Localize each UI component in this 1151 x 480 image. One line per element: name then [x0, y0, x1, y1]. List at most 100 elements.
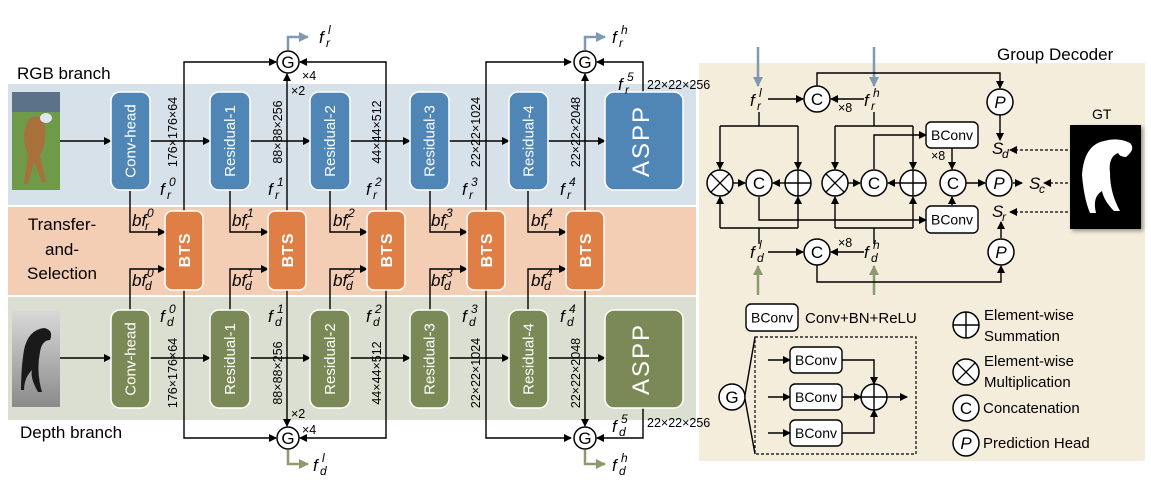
- depth-to-bts-arrow: [129, 265, 166, 310]
- fd-high-label-base: f: [864, 243, 871, 262]
- bts-block-4: BTS: [565, 210, 605, 291]
- depth-dim-label: 176×176×64: [166, 338, 180, 408]
- bts-label: BTS: [280, 233, 297, 268]
- rgb-bts-input-label-base: bf: [431, 211, 447, 230]
- rgb-feature-label-sub: r: [373, 188, 378, 202]
- legend-prediction-icon: P: [952, 429, 980, 457]
- rgb-to-bts-arrow: [329, 191, 368, 236]
- concat-node-label: C: [868, 174, 880, 193]
- bts-label: BTS: [479, 233, 496, 268]
- concat-node-label: C: [811, 243, 823, 262]
- bconv-block-bottom: [925, 205, 979, 234]
- group-node-rgb-low-circle: [276, 50, 300, 74]
- times-icon: [710, 173, 730, 193]
- legend-group-node: G: [718, 383, 746, 411]
- arrow: [842, 359, 878, 385]
- rgb-residual-3-block: Residual-3: [409, 91, 450, 191]
- rgb-feature-label-sub: r: [567, 188, 572, 202]
- group-output-arrow: [286, 450, 309, 469]
- prediction-head-c-label: P: [993, 174, 1005, 193]
- bts-block-0: BTS: [164, 210, 204, 291]
- depth-high-output-label-base: f: [612, 456, 619, 475]
- depth-bts-input-label-sup: 1: [247, 266, 254, 280]
- group-node-depth-high-label: G: [578, 429, 591, 448]
- rgb-bts-input-label-sub: r: [544, 219, 549, 233]
- rgb-bts-input-label-sub: r: [444, 219, 449, 233]
- plus-icon: [900, 170, 926, 196]
- arrow: [758, 197, 927, 224]
- group-node-depth-high-circle: [573, 426, 597, 450]
- fr-low-label-base: f: [750, 91, 757, 110]
- rgb-residual-4-label: Residual-4: [521, 105, 538, 177]
- depth-feature-label-sup: 4: [569, 302, 576, 316]
- rgb-bts-input-label-base: bf: [232, 211, 248, 230]
- group-output-arrow: [583, 450, 606, 469]
- group-sum-node: [860, 383, 888, 411]
- sc-output-label-sub: c: [1039, 182, 1045, 196]
- depth-feature-label-sub: d: [167, 315, 174, 329]
- aspp-to-g-arrow: [596, 58, 644, 92]
- rgb-feature-label-sup: 4: [569, 175, 576, 189]
- rgb-bts-input-label-sub: r: [145, 219, 150, 233]
- x8-label: ×8: [931, 149, 945, 163]
- depth-bts-input-label-base: bf: [531, 271, 547, 290]
- rgb-bts-input-label-sup: 2: [347, 206, 355, 220]
- rgb-to-bts-arrow: [429, 191, 468, 236]
- legend-concat-desc: Concatenation: [983, 400, 1080, 417]
- legend-concat-icon: C: [952, 394, 980, 422]
- depth-aspp-label: ASPP: [628, 323, 655, 395]
- fr-low-label-sub: r: [757, 99, 762, 113]
- rgb-high-output-label-sub: r: [619, 36, 624, 50]
- ground-truth-image: [1070, 125, 1141, 229]
- rgb-residual-4-block: Residual-4: [508, 91, 549, 191]
- rgb-feature-label-base: f: [560, 180, 567, 199]
- rgb-bts-input-label-sup: 3: [446, 206, 453, 220]
- rgb-to-bts-arrow: [129, 191, 166, 236]
- legend-mul-line: Element-wise: [984, 353, 1074, 370]
- sd-output-label-sub: d: [1002, 147, 1009, 161]
- concat-node-circle: [745, 169, 773, 197]
- legend-multiply-icon: [952, 358, 980, 386]
- rgb-bts-input-label-base: bf: [333, 211, 349, 230]
- concat-node-circle: [860, 169, 888, 197]
- concat-node: C: [803, 85, 831, 113]
- rgb-feature-label-sub: r: [167, 188, 172, 202]
- bts-block-1: BTS: [267, 210, 307, 291]
- depth-residual-1-block: Residual-1: [209, 309, 251, 409]
- rgb-high-output-label-base: f: [612, 28, 619, 47]
- rgb-residual-3-label: Residual-3: [422, 105, 439, 177]
- rgb-branch-label: RGB branch: [17, 64, 111, 83]
- legend-concat-icon-circle: [952, 394, 980, 422]
- fd-high-label-sub: d: [871, 251, 878, 265]
- bts-block-3: BTS: [466, 210, 506, 291]
- depth-feature-label-sub: d: [373, 315, 380, 329]
- group-node-depth-low-circle: [276, 426, 300, 450]
- depth-residual-4-block: Residual-4: [508, 309, 549, 409]
- depth-feature-label-sub: d: [275, 315, 282, 329]
- depth-dim-label: 44×44×512: [370, 341, 384, 404]
- rgb-aspp-block: ASPP: [604, 91, 684, 191]
- bts2-to-g-arrow: [299, 58, 387, 211]
- legend-sum-icon: [952, 311, 980, 339]
- transfer-label-line: Transfer-: [28, 215, 96, 234]
- group-bconv-0: [789, 346, 843, 374]
- depth-to-bts-arrow: [229, 265, 269, 310]
- concat-node: C: [745, 169, 773, 197]
- sr-output-label-sub: r: [1002, 210, 1007, 224]
- fd-low-label-sup: l: [759, 238, 762, 252]
- rgb-bts-input-label-sub: r: [346, 219, 351, 233]
- bconv-block-bottom-label: BConv: [931, 212, 973, 228]
- legend-group-node-label: G: [725, 388, 738, 407]
- prediction-head-r-circle: [987, 238, 1015, 266]
- rgb-feature-label-sup: 0: [169, 175, 176, 189]
- depth-conv-head-block: Conv-head: [110, 309, 151, 409]
